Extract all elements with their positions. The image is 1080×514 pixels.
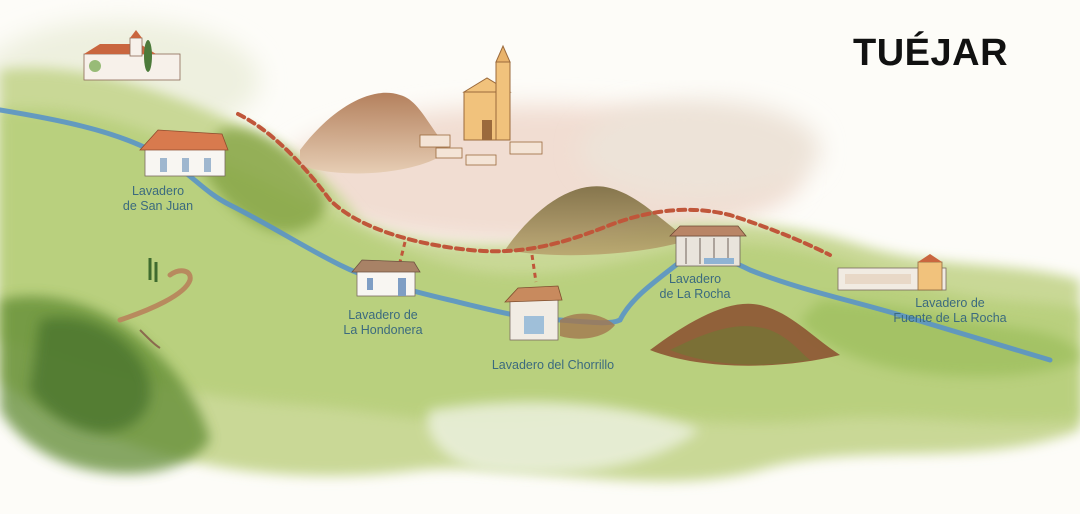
label-line: Lavadero del Chorrillo [491,358,615,372]
green-hillside [0,68,1080,482]
label-line: Lavadero de [348,308,418,322]
hermitage [83,30,181,81]
label-lavadero-san-juan: Lavadero de San Juan [103,184,213,214]
label-line: La Hondonera [343,323,423,337]
church-town [419,44,543,166]
chorrillo-building [504,285,615,341]
label-lavadero-la-rocha: Lavadero de La Rocha [640,272,750,302]
label-line: Fuente de La Rocha [893,311,1007,325]
label-lavadero-hondonera: Lavadero de La Hondonera [328,308,438,338]
label-line: Lavadero [131,184,185,198]
la-rocha-building [669,225,747,267]
mountains [300,92,840,366]
walking-route [236,112,832,283]
label-line: de San Juan [122,199,194,213]
map-title: TUÉJAR [853,32,1009,74]
hondonera-building [351,259,421,297]
label-line: Lavadero [668,272,722,286]
fuente-la-rocha-building [837,254,947,291]
label-line: de La Rocha [659,287,731,301]
label-lavadero-fuente-la-rocha: Lavadero de Fuente de La Rocha [880,296,1020,326]
san-juan-building [139,129,229,177]
label-line: Lavadero de [915,296,985,310]
label-lavadero-chorrillo: Lavadero del Chorrillo [478,358,628,373]
winding-road [117,258,193,349]
